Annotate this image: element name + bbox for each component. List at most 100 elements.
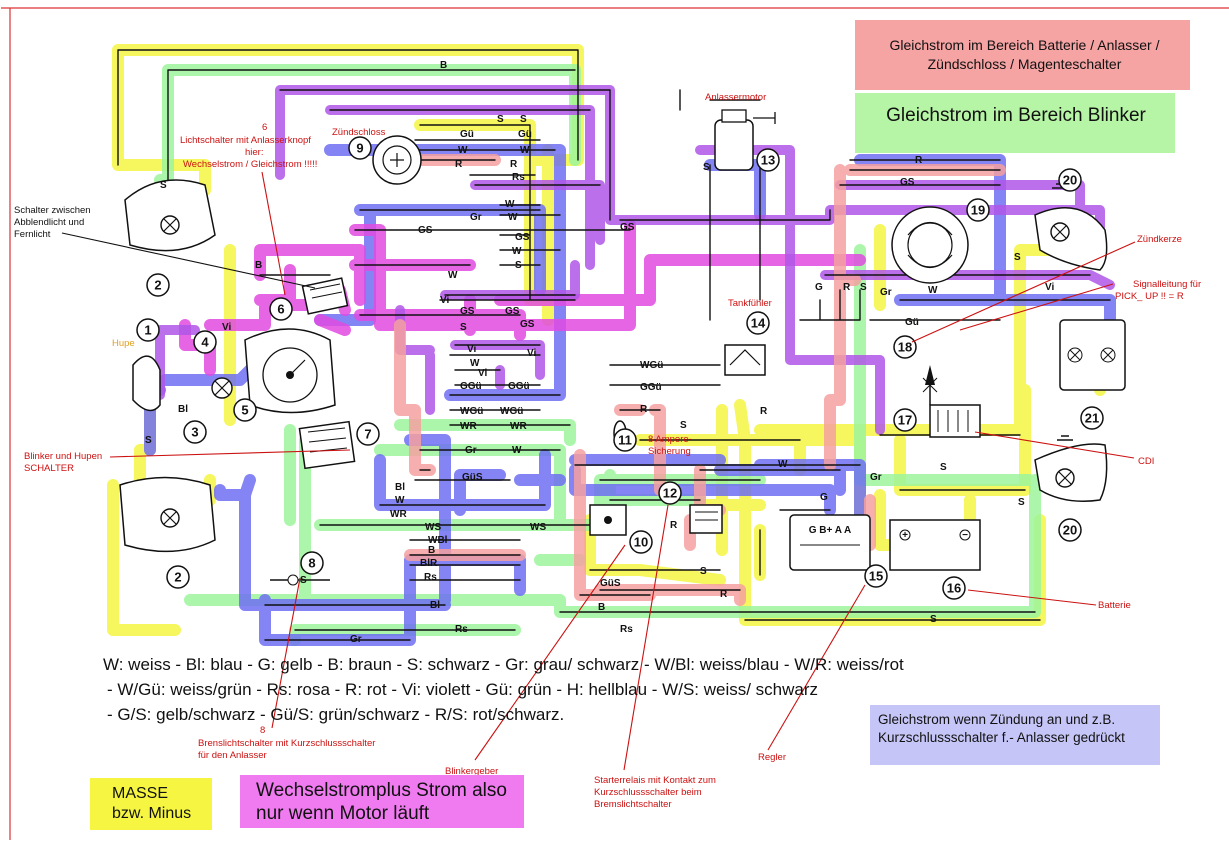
- wire-label-s-5: S: [930, 614, 937, 625]
- wire-label-s-8: S: [700, 566, 707, 577]
- wire-label-r-8: R: [640, 404, 648, 415]
- wire-label-g-2: G: [820, 492, 828, 503]
- annotation-bremslicht-number: 8: [260, 725, 265, 736]
- wire-label-rs-2: Rs: [424, 572, 437, 583]
- wire-label-r-5: R: [843, 282, 851, 293]
- wire-label-w-6: W: [448, 270, 458, 281]
- wire-label-gr-2: Gr: [465, 445, 477, 456]
- wire-label-bl-2: Bl: [430, 600, 440, 611]
- wire-label-vi-3: Vi: [467, 344, 476, 355]
- masse-box: MASSE bzw. Minus: [90, 778, 212, 830]
- wire-label-w-4: W: [508, 212, 518, 223]
- left-lower-indicator: [119, 476, 216, 553]
- wire-label-gs-7: GS: [900, 177, 915, 188]
- wire-label-w-5: W: [512, 246, 522, 257]
- svg-text:−: −: [962, 530, 968, 541]
- fuel-sensor: [724, 344, 766, 376]
- annotation-starterrelais-1: Starterrelais mit Kontakt zum: [594, 775, 716, 786]
- annotation-lichtschalter-3: Wechselstrom / Gleichstrom !!!!!: [183, 159, 317, 170]
- wire-label-gs-2: GS: [515, 232, 530, 243]
- wire-label-r-2: R: [510, 159, 518, 170]
- wire-label-gs-6: GS: [520, 319, 535, 330]
- annotation-lichtschalter-1: Lichtschalter mit Anlasserknopf: [180, 135, 311, 146]
- wire-label-vi-6: Vi: [1045, 282, 1054, 293]
- tail-light: [1059, 319, 1126, 391]
- annotation-zuendkerze: Zündkerze: [1137, 234, 1182, 245]
- wire-label-gues-2: GüS: [600, 578, 621, 589]
- component-number-12: 12: [663, 486, 677, 501]
- annotation-anlassermotor: Anlassermotor: [705, 92, 766, 103]
- wire-label-ws-1: WS: [425, 522, 441, 533]
- wire-label-s-14: S: [145, 435, 152, 446]
- wire-label-s-13: S: [300, 575, 307, 586]
- annotation-blinkergeber: Blinkergeber: [445, 766, 498, 777]
- wire-label-wbl: WBl: [428, 535, 448, 546]
- component-number-1: 1: [144, 323, 151, 338]
- component-number-21: 21: [1085, 411, 1099, 426]
- wire-label-bl-3: Bl: [178, 404, 188, 415]
- annotation-starterrelais-3: Bremslichtschalter: [594, 799, 672, 810]
- annotation-lichtschalter-2: hier:: [245, 147, 263, 158]
- ignition-lock: [372, 135, 422, 185]
- wire-label-b-2: B: [255, 260, 262, 271]
- wire-label-vi-5: Vi: [478, 368, 487, 379]
- annotation-hupe: Hupe: [112, 338, 135, 349]
- svg-text:G B+ A A: G B+ A A: [809, 525, 852, 536]
- annotation-bremslicht-2: für den Anlasser: [198, 750, 267, 761]
- component-number-18: 18: [898, 340, 912, 355]
- wire-label-s-1: S: [497, 114, 504, 125]
- wire-label-rs: Rs: [512, 172, 525, 183]
- annotation-zuendschloss: Zündschloss: [332, 127, 386, 138]
- component-number-3: 3: [191, 425, 198, 440]
- wire-label-r-4: R: [760, 406, 768, 417]
- annotation-batterie: Batterie: [1098, 600, 1131, 611]
- wire-label-rs-4: Rs: [620, 624, 633, 635]
- wire-label-w-7: W: [470, 358, 480, 369]
- annotation-blinker-hupe-2: SCHALTER: [24, 463, 74, 474]
- light-switch: [301, 277, 349, 315]
- component-number-2b: 2: [174, 570, 181, 585]
- wire-label-gr-3: Gr: [350, 634, 362, 645]
- wire-label-s-4: S: [460, 322, 467, 333]
- wire-label-s-3: S: [515, 260, 522, 271]
- dc-ignition-text: Gleichstrom wenn Zündung an und z.B. Kur…: [878, 712, 1125, 745]
- annotation-sicherung-2: Sicherung: [648, 446, 691, 457]
- wire-labels: B S S S Gü Gü W W R R Rs W W Gr GS GS GS…: [145, 60, 1054, 645]
- wire-label-gue-1: Gü: [460, 129, 474, 140]
- component-number-16: 16: [947, 581, 961, 596]
- dc-blinker-box: Gleichstrom im Bereich Blinker: [855, 93, 1175, 153]
- starter-motor: [714, 109, 776, 171]
- wire-label-s-left: S: [160, 180, 167, 191]
- svg-text:+: +: [902, 530, 908, 541]
- wire-cores: [117, 49, 1111, 641]
- dc-ignition-box: Gleichstrom wenn Zündung an und z.B. Kur…: [870, 705, 1160, 765]
- component-number-11: 11: [618, 433, 632, 448]
- wire-label-gue-2: Gü: [518, 129, 532, 140]
- component-number-20b: 20: [1063, 523, 1077, 538]
- component-number-15: 15: [869, 569, 883, 584]
- blinker-horn-switch: [298, 420, 356, 470]
- component-number-6: 6: [277, 302, 284, 317]
- starter-relay: [689, 504, 723, 534]
- legend-line-1: W: weiss - Bl: blau - G: gelb - B: braun…: [103, 655, 904, 674]
- component-number-7: 7: [364, 427, 371, 442]
- wire-label-w-1: W: [458, 145, 468, 156]
- right-upper-indicator: [1034, 183, 1108, 271]
- wire-label-wgue-2: WGü: [460, 406, 483, 417]
- annotation-cdi: CDI: [1138, 456, 1154, 467]
- wire-label-r-6: R: [915, 155, 923, 166]
- wire-label-wr-3: WR: [390, 509, 407, 520]
- magneto: [891, 206, 969, 284]
- wire-label-gs-3: GS: [620, 222, 635, 233]
- wire-label-s-12: S: [940, 462, 947, 473]
- wire-label-w-8: W: [512, 445, 522, 456]
- headlight-lamp: [211, 377, 233, 399]
- annotation-starterrelais-2: Kurzschlussschalter beim: [594, 787, 702, 798]
- regulator: G B+ A A: [789, 514, 871, 571]
- wire-label-s-6: S: [860, 282, 867, 293]
- wire-label-gr-5: Gr: [870, 472, 882, 483]
- annotation-regler: Regler: [758, 752, 786, 763]
- wire-label-r-3: R: [720, 589, 728, 600]
- wire-label-blr: BlR: [420, 558, 438, 569]
- wire-label-b-top: B: [440, 60, 447, 71]
